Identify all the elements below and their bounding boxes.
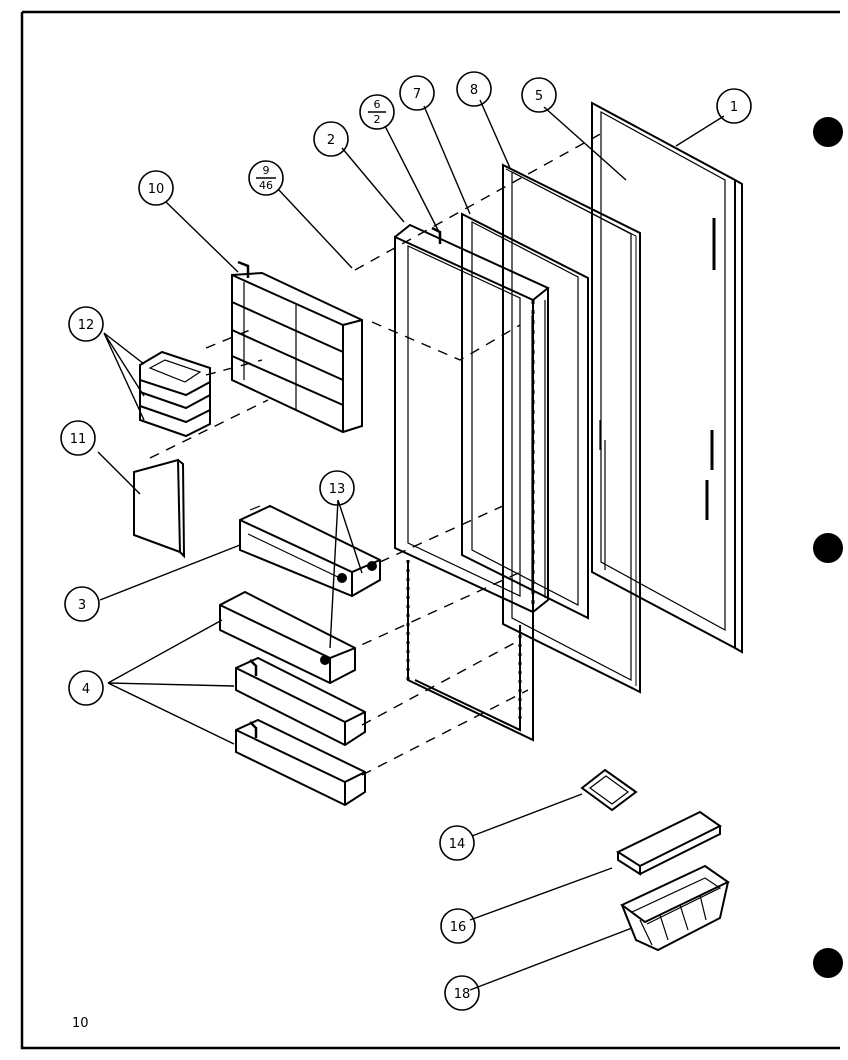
callout-1-label: 1: [730, 100, 738, 115]
binder-hole-top: [813, 117, 843, 147]
part-storage-bins: [139, 350, 211, 438]
callout-3-label: 3: [78, 598, 86, 613]
part-ice-tray-lid: [615, 810, 722, 876]
part-door-bin-upper: [239, 504, 381, 598]
part-breaker-strip: [461, 212, 589, 620]
assembly-lines: [149, 131, 605, 776]
callout-2-label: 2: [327, 133, 335, 148]
callout-6-denominator: 2: [374, 113, 381, 126]
callout-circles: [60, 71, 752, 1011]
part-small-tray: [580, 768, 638, 812]
callout-12-label: 12: [78, 318, 95, 333]
part-ice-bucket: [620, 864, 730, 952]
part-inner-door-liner: [394, 223, 550, 742]
sheet-border: [20, 10, 840, 1050]
callout-6-numerator: 6: [374, 98, 381, 111]
page-number: 10: [72, 1016, 89, 1031]
callout-8-label: 8: [470, 83, 478, 98]
callout-13-label: 13: [329, 482, 346, 497]
callout-9-denominator: 46: [259, 179, 273, 192]
callout-18-label: 18: [454, 987, 471, 1002]
callout-9-numerator: 9: [263, 164, 270, 177]
part-door-bin-a: [219, 590, 356, 685]
leader-lines: [97, 99, 725, 991]
callout-11-label: 11: [70, 432, 87, 447]
callout-16-label: 16: [450, 920, 467, 935]
callout-7-label: 7: [413, 87, 421, 102]
callout-5-label: 5: [535, 89, 543, 104]
part-shelf-frame: [231, 260, 363, 434]
part-door-gasket: [502, 163, 641, 694]
part-door-bin-b: [235, 656, 366, 747]
part-cover-panel: [133, 458, 186, 559]
binder-hole-bottom: [813, 948, 843, 978]
part-door-bin-c: [235, 718, 366, 807]
callout-14-label: 14: [449, 837, 466, 852]
callout-4-label: 4: [82, 682, 90, 697]
binder-hole-middle: [813, 533, 843, 563]
part-outer-door-panel: [591, 101, 743, 654]
callout-10-label: 10: [148, 182, 165, 197]
